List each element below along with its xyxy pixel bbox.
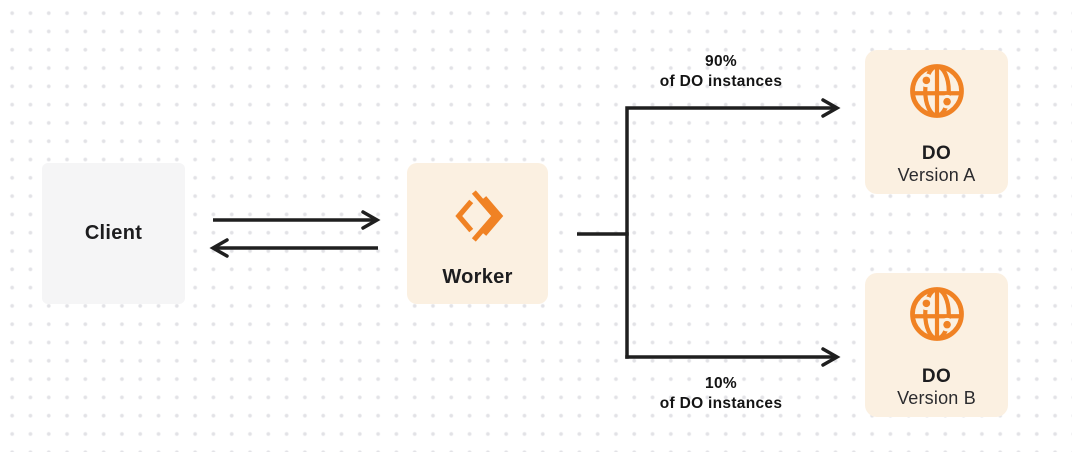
top-branch-description: of DO instances — [659, 73, 783, 90]
do-b-version-label: Version B — [897, 388, 976, 408]
workers-logo-icon — [454, 190, 503, 242]
do-version-a-node: DO Version A — [865, 50, 1008, 194]
bottom-branch-percent: 10% — [705, 375, 737, 392]
do-b-title: DO — [921, 366, 952, 387]
worker-node: Worker — [407, 163, 548, 304]
bottom-branch-description: of DO instances — [659, 395, 783, 412]
do-a-version-label: Version A — [897, 165, 976, 185]
client-node: Client — [42, 163, 185, 304]
branch-top-arrow — [625, 98, 841, 359]
top-branch-percent: 90% — [705, 53, 737, 70]
globe-icon — [909, 287, 964, 341]
worker-label: Worker — [442, 266, 513, 288]
client-label: Client — [84, 222, 143, 244]
do-a-title: DO — [921, 143, 952, 164]
globe-icon — [909, 64, 964, 118]
do-version-b-node: DO Version B — [865, 273, 1008, 417]
bottom-branch-label: 10% of DO instances — [660, 374, 783, 414]
top-branch-label: 90% of DO instances — [660, 52, 783, 92]
